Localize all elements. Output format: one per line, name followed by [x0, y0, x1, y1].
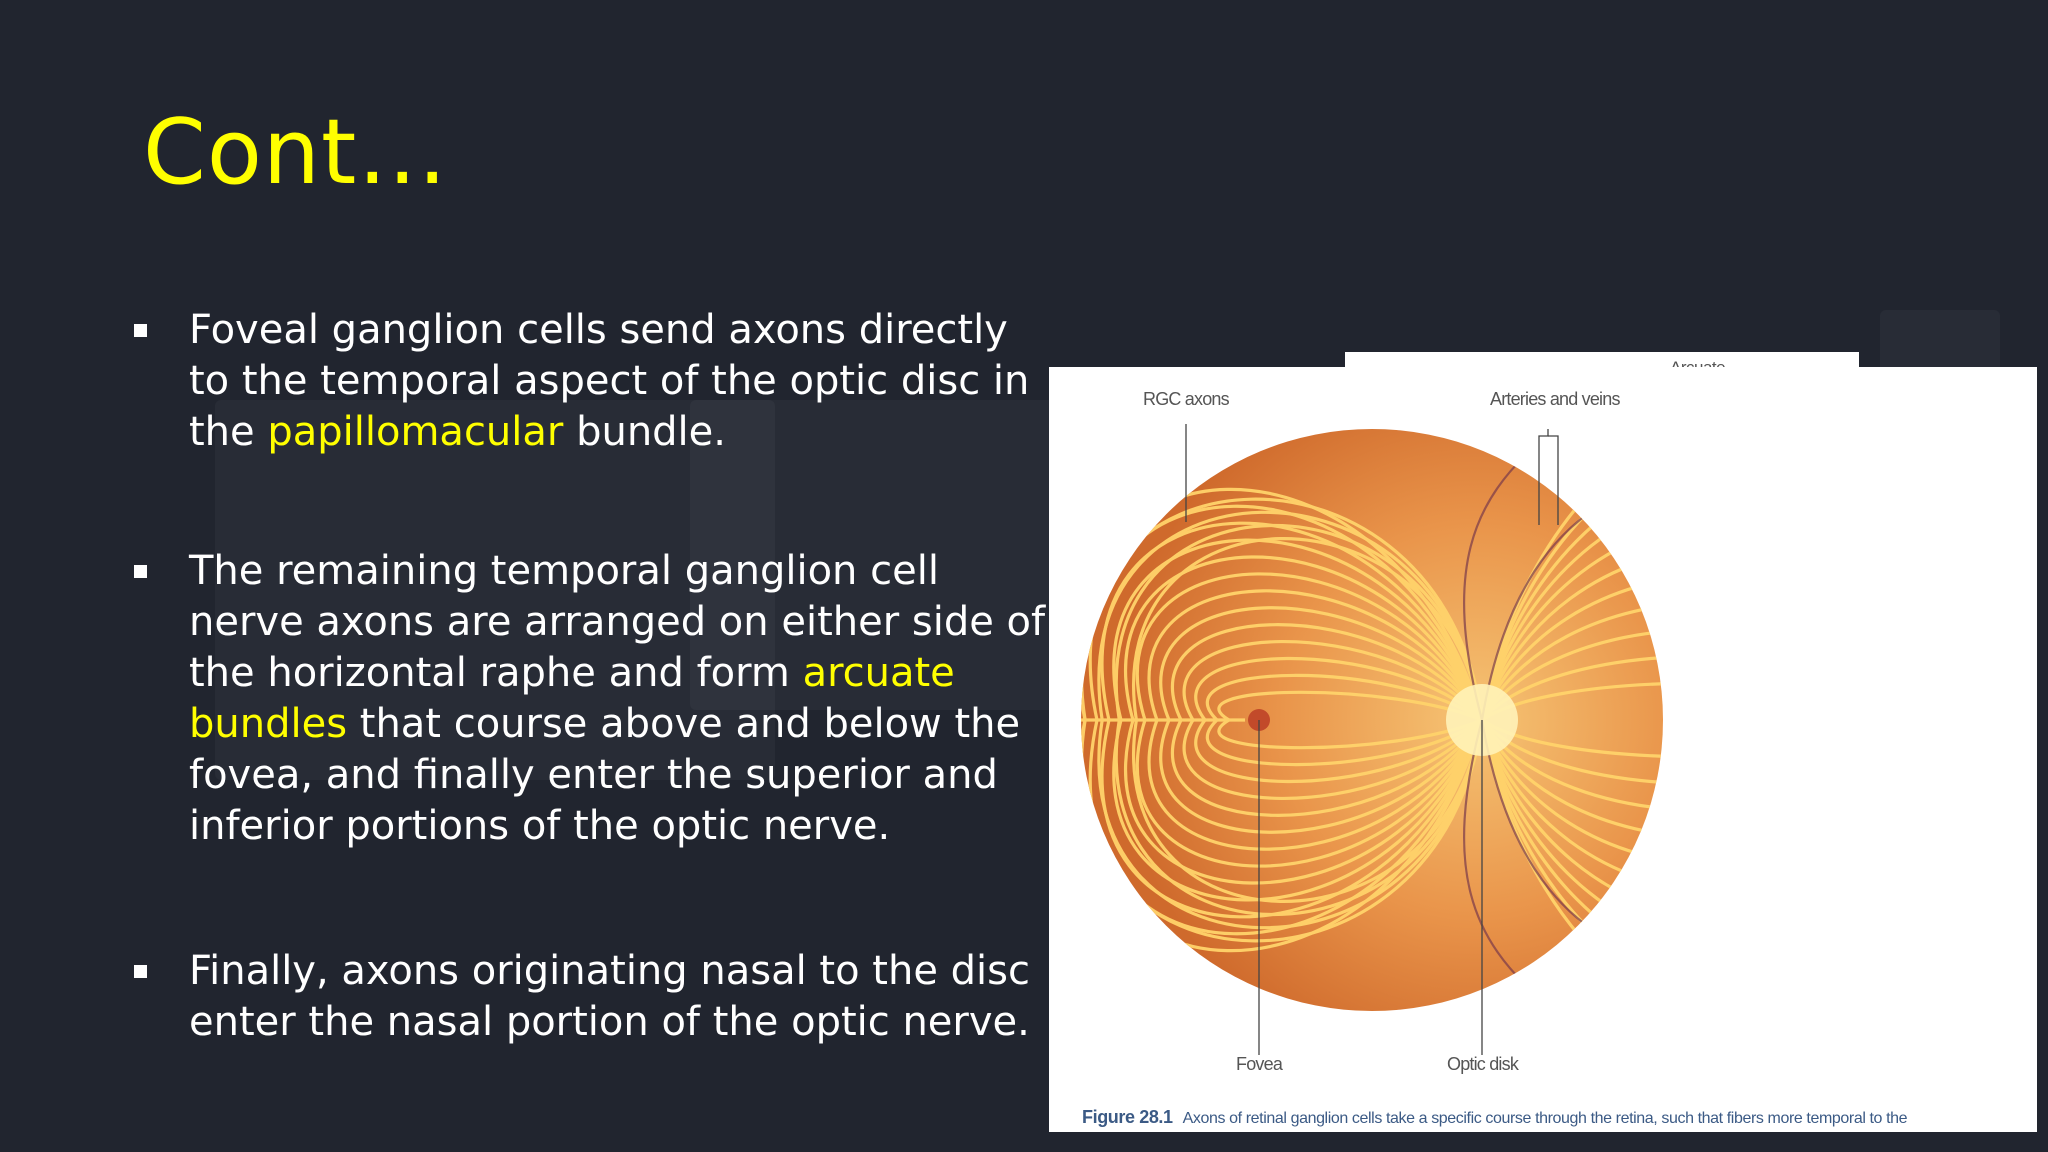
leader-lines — [1185, 424, 1559, 1055]
label-rgc-axons: RGC axons — [1143, 389, 1230, 409]
retina-figure: RGC axons Arteries and veins Fovea Optic… — [1049, 367, 2037, 1132]
figure-number: Figure 28.1 — [1082, 1107, 1173, 1127]
highlight-term: papillomacular — [267, 409, 564, 455]
nasal-fiber — [1480, 465, 1663, 721]
bullet-text: Foveal ganglion cells send axons directl… — [189, 307, 1030, 455]
label-arteries-veins: Arteries and veins — [1490, 389, 1620, 409]
bullet-marker-icon — [134, 565, 147, 578]
bullet-marker-icon — [134, 965, 147, 978]
slide-title: Cont… — [143, 100, 449, 205]
bullet-text: that course above and below the fovea, a… — [189, 701, 1021, 849]
nasal-fiber — [1480, 719, 1663, 921]
caption-text: Axons of retinal ganglion cells take a s… — [1182, 1110, 1908, 1127]
bullet-item: Foveal ganglion cells send axons directl… — [130, 305, 1050, 458]
bullet-text: The remaining temporal ganglion cell ner… — [189, 548, 1046, 696]
bullet-item: Finally, axons originating nasal to the … — [130, 946, 1050, 1048]
highlight-term: arcuate bundles — [189, 650, 955, 747]
bullet-text: Finally, axons originating nasal to the … — [189, 948, 1030, 1045]
bullet-text: bundle. — [563, 409, 726, 455]
label-fovea: Fovea — [1236, 1054, 1283, 1074]
bullet-marker-icon — [134, 324, 147, 337]
retina-diagram — [1081, 424, 1663, 1055]
bullet-item: The remaining temporal ganglion cell ner… — [130, 546, 1050, 852]
nasal-fiber — [1480, 519, 1663, 721]
nasal-fiber — [1480, 719, 1663, 948]
nasal-fiber — [1480, 492, 1663, 721]
retina-disc — [1081, 429, 1663, 1011]
nasal-fiber — [1480, 546, 1663, 721]
nasal-fiber — [1480, 719, 1663, 894]
bullet-list: Foveal ganglion cells send axons directl… — [130, 305, 1050, 1048]
nasal-fiber — [1480, 719, 1663, 975]
figure-caption: Figure 28.1 Axons of retinal ganglion cel… — [1082, 1107, 1908, 1128]
label-optic-disk: Optic disk — [1447, 1054, 1519, 1074]
